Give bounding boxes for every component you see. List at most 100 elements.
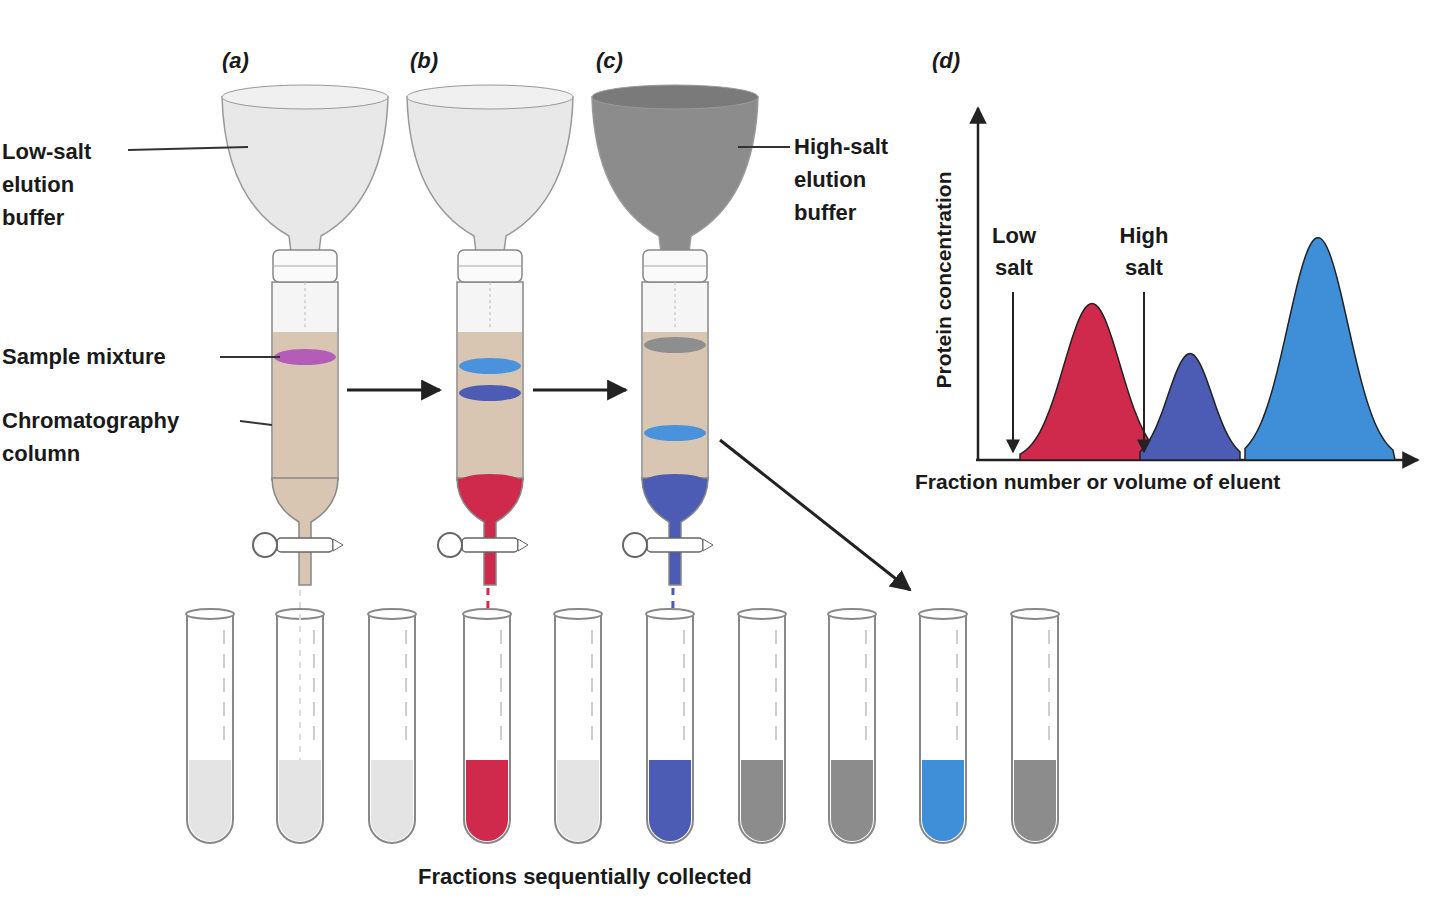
tube-rim	[738, 609, 786, 619]
protein-band	[459, 385, 521, 401]
part-label: Chromatography column	[2, 404, 202, 470]
tube-highlight	[865, 630, 867, 745]
tube-highlight	[313, 630, 315, 745]
tube-glass	[369, 614, 415, 843]
stopcock-handle	[438, 533, 462, 557]
protein-band	[274, 349, 336, 365]
protein-band	[459, 474, 521, 490]
y-axis	[977, 108, 980, 460]
fraction-liquid	[466, 760, 508, 841]
fraction-liquid	[831, 760, 873, 841]
panel-letter: (d)	[932, 46, 960, 76]
test-tube	[646, 609, 694, 843]
stopper	[273, 250, 337, 282]
eluate-stream	[299, 590, 301, 760]
tube-rim	[646, 609, 694, 619]
funnel-rim	[222, 85, 388, 109]
buffer-label: Low-salt elution buffer	[2, 135, 122, 234]
fraction-liquid	[922, 760, 964, 841]
tube-highlight	[775, 630, 777, 745]
salt-arrow	[1012, 292, 1014, 452]
test-tube	[1011, 609, 1059, 843]
stopcock-tip	[518, 539, 528, 551]
stopper	[643, 250, 707, 282]
fraction-liquid	[557, 760, 599, 841]
tube-body	[642, 282, 708, 480]
axis-title: Fraction number or volume of eluent	[915, 467, 1280, 497]
tube-highlight	[683, 630, 685, 745]
salt-label: High salt	[1106, 220, 1182, 284]
stopcock	[647, 538, 703, 552]
tube-glass	[1012, 614, 1058, 843]
leader-line	[738, 146, 790, 148]
funnel	[592, 97, 758, 252]
resin	[643, 332, 707, 480]
tube-highlight	[956, 630, 958, 745]
tube-rim	[554, 609, 602, 619]
elution-peak	[1245, 238, 1395, 460]
funnel-rim	[592, 85, 758, 109]
stopper-ring	[273, 266, 337, 267]
tube-rim	[1011, 609, 1059, 619]
tube-highlight	[223, 630, 225, 745]
test-tube	[186, 609, 234, 843]
stopcock-tip	[703, 539, 713, 551]
test-tube	[368, 609, 416, 843]
part-label: Sample mixture	[2, 342, 166, 372]
funnel-rim	[407, 85, 573, 109]
elution-peak	[1140, 354, 1240, 460]
column-taper	[272, 478, 338, 585]
funnel	[407, 97, 573, 252]
protein-band	[644, 337, 706, 353]
fraction-arrow	[720, 440, 910, 590]
tube-glass	[464, 614, 510, 843]
elution-peak	[1020, 304, 1150, 460]
fraction-liquid	[371, 760, 413, 841]
panel-letter: (a)	[222, 46, 249, 76]
drip	[675, 282, 676, 330]
test-tube	[554, 609, 602, 843]
tube-rim	[368, 609, 416, 619]
tube-rim	[186, 609, 234, 619]
resin	[273, 332, 337, 480]
protein-band	[459, 358, 521, 374]
axis-title: Protein concentration	[929, 171, 959, 388]
tube-highlight	[405, 630, 407, 745]
stopcock	[462, 538, 518, 552]
panel-letter: (b)	[410, 46, 438, 76]
tube-highlight	[1048, 630, 1050, 745]
stopcock-handle	[623, 533, 647, 557]
stopcock-handle	[253, 533, 277, 557]
resin	[458, 332, 522, 480]
protein-band	[644, 474, 706, 490]
tube-rim	[463, 609, 511, 619]
test-tube	[828, 609, 876, 843]
leader-line	[240, 421, 272, 425]
buffer-label: High-salt elution buffer	[794, 130, 926, 229]
tube-highlight	[500, 630, 502, 745]
test-tube	[738, 609, 786, 843]
fraction-liquid	[279, 760, 321, 841]
funnel	[222, 97, 388, 252]
fraction-liquid	[741, 760, 783, 841]
caption-label: Fractions sequentially collected	[418, 862, 752, 892]
column-taper	[642, 478, 708, 585]
stopcock-tip	[333, 539, 343, 551]
leader-line	[128, 147, 248, 150]
stopper-ring	[458, 266, 522, 267]
leader-line	[220, 356, 280, 358]
fraction-liquid	[189, 760, 231, 841]
drip	[305, 282, 306, 330]
tube-body	[457, 282, 523, 480]
step-arrow	[347, 389, 440, 392]
tube-glass	[739, 614, 785, 843]
protein-band	[644, 425, 706, 441]
tube-rim	[919, 609, 967, 619]
test-tube	[463, 609, 511, 843]
step-arrow	[533, 389, 626, 392]
tube-glass	[920, 614, 966, 843]
stopcock	[277, 538, 333, 552]
panel-letter: (c)	[596, 46, 623, 76]
tube-glass	[555, 614, 601, 843]
drip	[490, 282, 491, 330]
